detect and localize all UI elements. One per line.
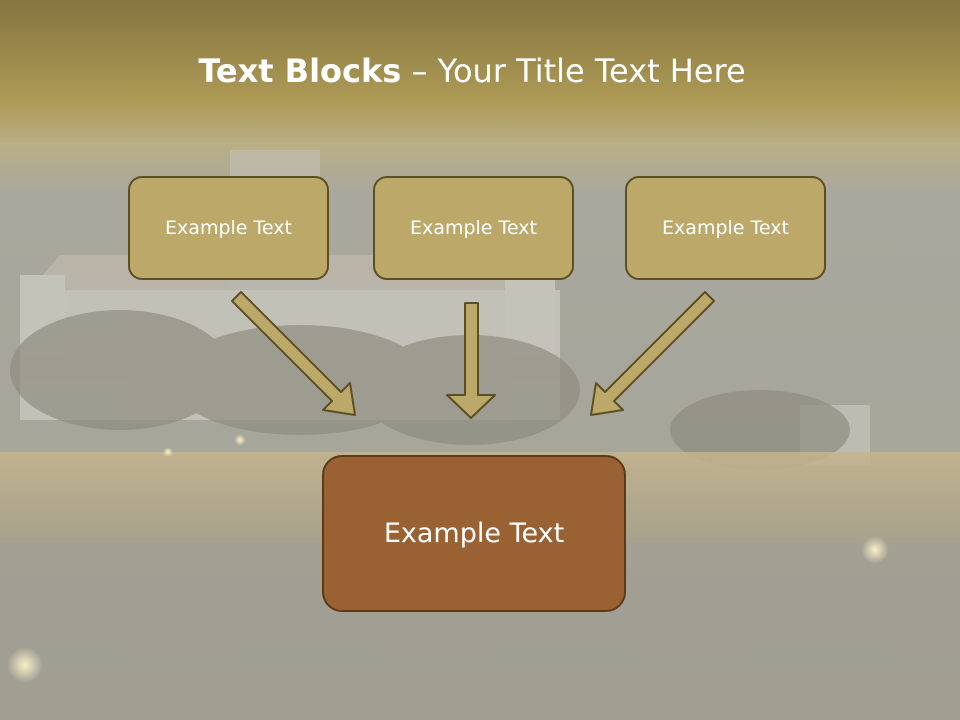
title-bold-part: Text Blocks: [198, 52, 402, 90]
text-block-2[interactable]: Example Text: [373, 176, 574, 280]
target-text-block[interactable]: Example Text: [322, 455, 626, 612]
text-block-3-label: Example Text: [662, 217, 789, 239]
text-block-1[interactable]: Example Text: [128, 176, 329, 280]
slide-title: Text Blocks – Your Title Text Here: [0, 52, 944, 90]
title-rest-part: – Your Title Text Here: [401, 52, 746, 90]
text-block-1-label: Example Text: [165, 217, 292, 239]
text-block-3[interactable]: Example Text: [625, 176, 826, 280]
target-text-block-label: Example Text: [383, 518, 565, 549]
text-block-2-label: Example Text: [410, 217, 537, 239]
